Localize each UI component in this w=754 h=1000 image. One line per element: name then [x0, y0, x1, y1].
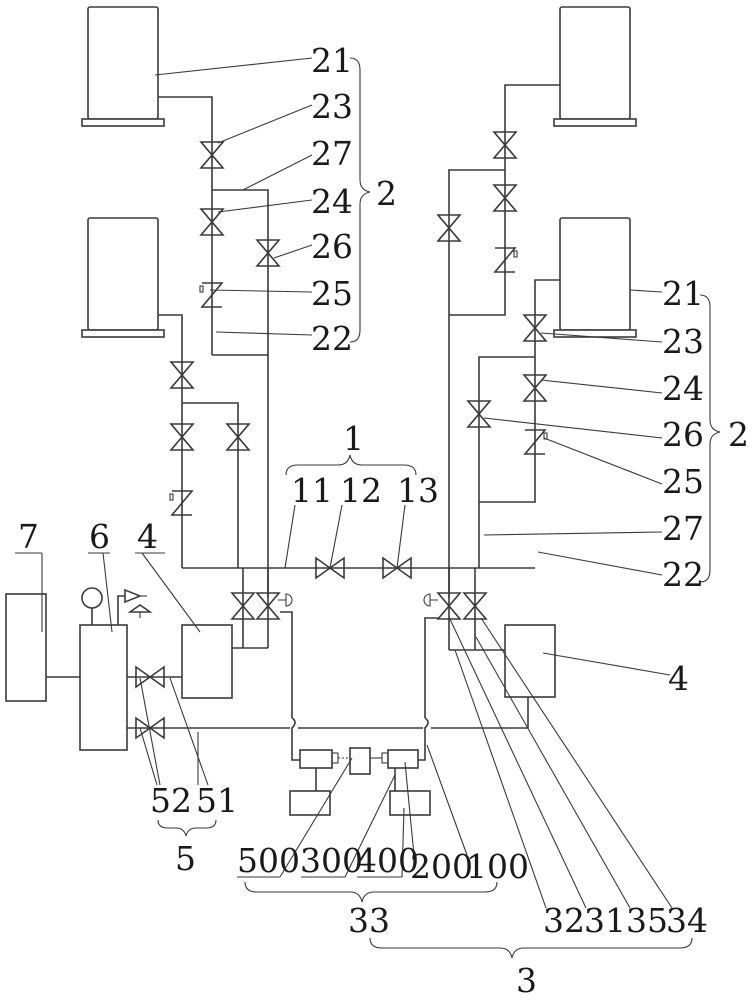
pressure-gauge-icon: [81, 587, 103, 609]
label-34: 34: [666, 901, 708, 940]
part-400: [387, 749, 419, 769]
unit-4-left: [181, 624, 233, 699]
label-27-right: 27: [662, 509, 704, 548]
brace-group-5: [157, 819, 217, 837]
label-25-right: 25: [662, 462, 704, 501]
actuator-right: [423, 593, 438, 607]
tank-21-left-upper: [81, 6, 165, 127]
component-chain-33: [289, 747, 431, 816]
part-500-block: [289, 790, 331, 816]
label-4-left: 4: [137, 517, 158, 556]
check-valve-25-right: [524, 429, 548, 455]
label-26-left: 26: [311, 227, 353, 266]
label-4-right: 4: [668, 659, 689, 698]
label-200: 200: [410, 847, 473, 886]
label-25-left: 25: [311, 274, 353, 313]
check-valve-right-upper: [494, 247, 518, 273]
label-22-left: 22: [311, 319, 353, 358]
label-24-left: 24: [311, 182, 353, 221]
check-valve-25-left: [199, 282, 223, 308]
tank-21-right-lower: [553, 217, 637, 338]
label-3: 3: [516, 961, 537, 1000]
left-upper-tank-group: [81, 6, 280, 598]
label-24-right: 24: [662, 369, 704, 408]
label-52: 52: [150, 781, 192, 820]
label-27-left: 27: [311, 134, 353, 173]
label-21-left: 21: [311, 41, 353, 80]
brace-group-2-right: [699, 294, 721, 583]
label-100: 100: [466, 847, 529, 886]
right-manifold: [418, 568, 529, 761]
component-left-block: [299, 749, 333, 769]
brace-group-1: [285, 454, 417, 476]
label-400: 400: [356, 841, 419, 880]
label-300: 300: [300, 841, 363, 880]
check-valve-left-lower: [169, 490, 193, 516]
label-5: 5: [175, 839, 196, 878]
label-31: 31: [584, 901, 626, 940]
main-header-pipe: [182, 557, 535, 579]
braces: [157, 57, 721, 959]
label-6: 6: [89, 517, 110, 556]
label-26-right: 26: [662, 415, 704, 454]
brace-group-2-left: [349, 57, 371, 343]
label-2-left: 2: [376, 174, 397, 213]
leader-lines: [15, 57, 673, 909]
label-21-right: 21: [662, 274, 704, 313]
actuator-left: [278, 593, 293, 607]
label-22-right: 22: [662, 555, 704, 594]
label-23-right: 23: [662, 322, 704, 361]
label-2-right: 2: [728, 415, 749, 454]
tank-21-right-upper: [553, 6, 637, 127]
safety-valve-icon: [117, 588, 153, 625]
reference-labels: 21 23 27 24 26 25 22 2 21 23 24 26 25 27…: [18, 41, 749, 1000]
left-lower-tank-group: [81, 217, 250, 568]
label-7: 7: [18, 517, 39, 556]
unit-4-right: [504, 624, 556, 698]
brace-group-33: [244, 881, 498, 903]
label-33: 33: [348, 901, 390, 940]
unit-7: [5, 593, 47, 702]
label-35: 35: [626, 901, 668, 940]
left-manifold: [231, 568, 300, 761]
label-32: 32: [543, 901, 585, 940]
label-23-left: 23: [311, 87, 353, 126]
label-1: 1: [343, 419, 364, 458]
tank-21-left-lower: [81, 217, 165, 338]
right-lower-tank-group: [467, 217, 637, 568]
vessel-6: [79, 624, 128, 751]
brace-group-3: [369, 937, 693, 959]
label-13: 13: [397, 471, 439, 510]
label-500: 500: [237, 841, 300, 880]
right-upper-tank-group: [437, 6, 637, 598]
label-11: 11: [291, 471, 333, 510]
label-12: 12: [340, 471, 382, 510]
label-51: 51: [196, 781, 238, 820]
part-300: [349, 747, 371, 775]
